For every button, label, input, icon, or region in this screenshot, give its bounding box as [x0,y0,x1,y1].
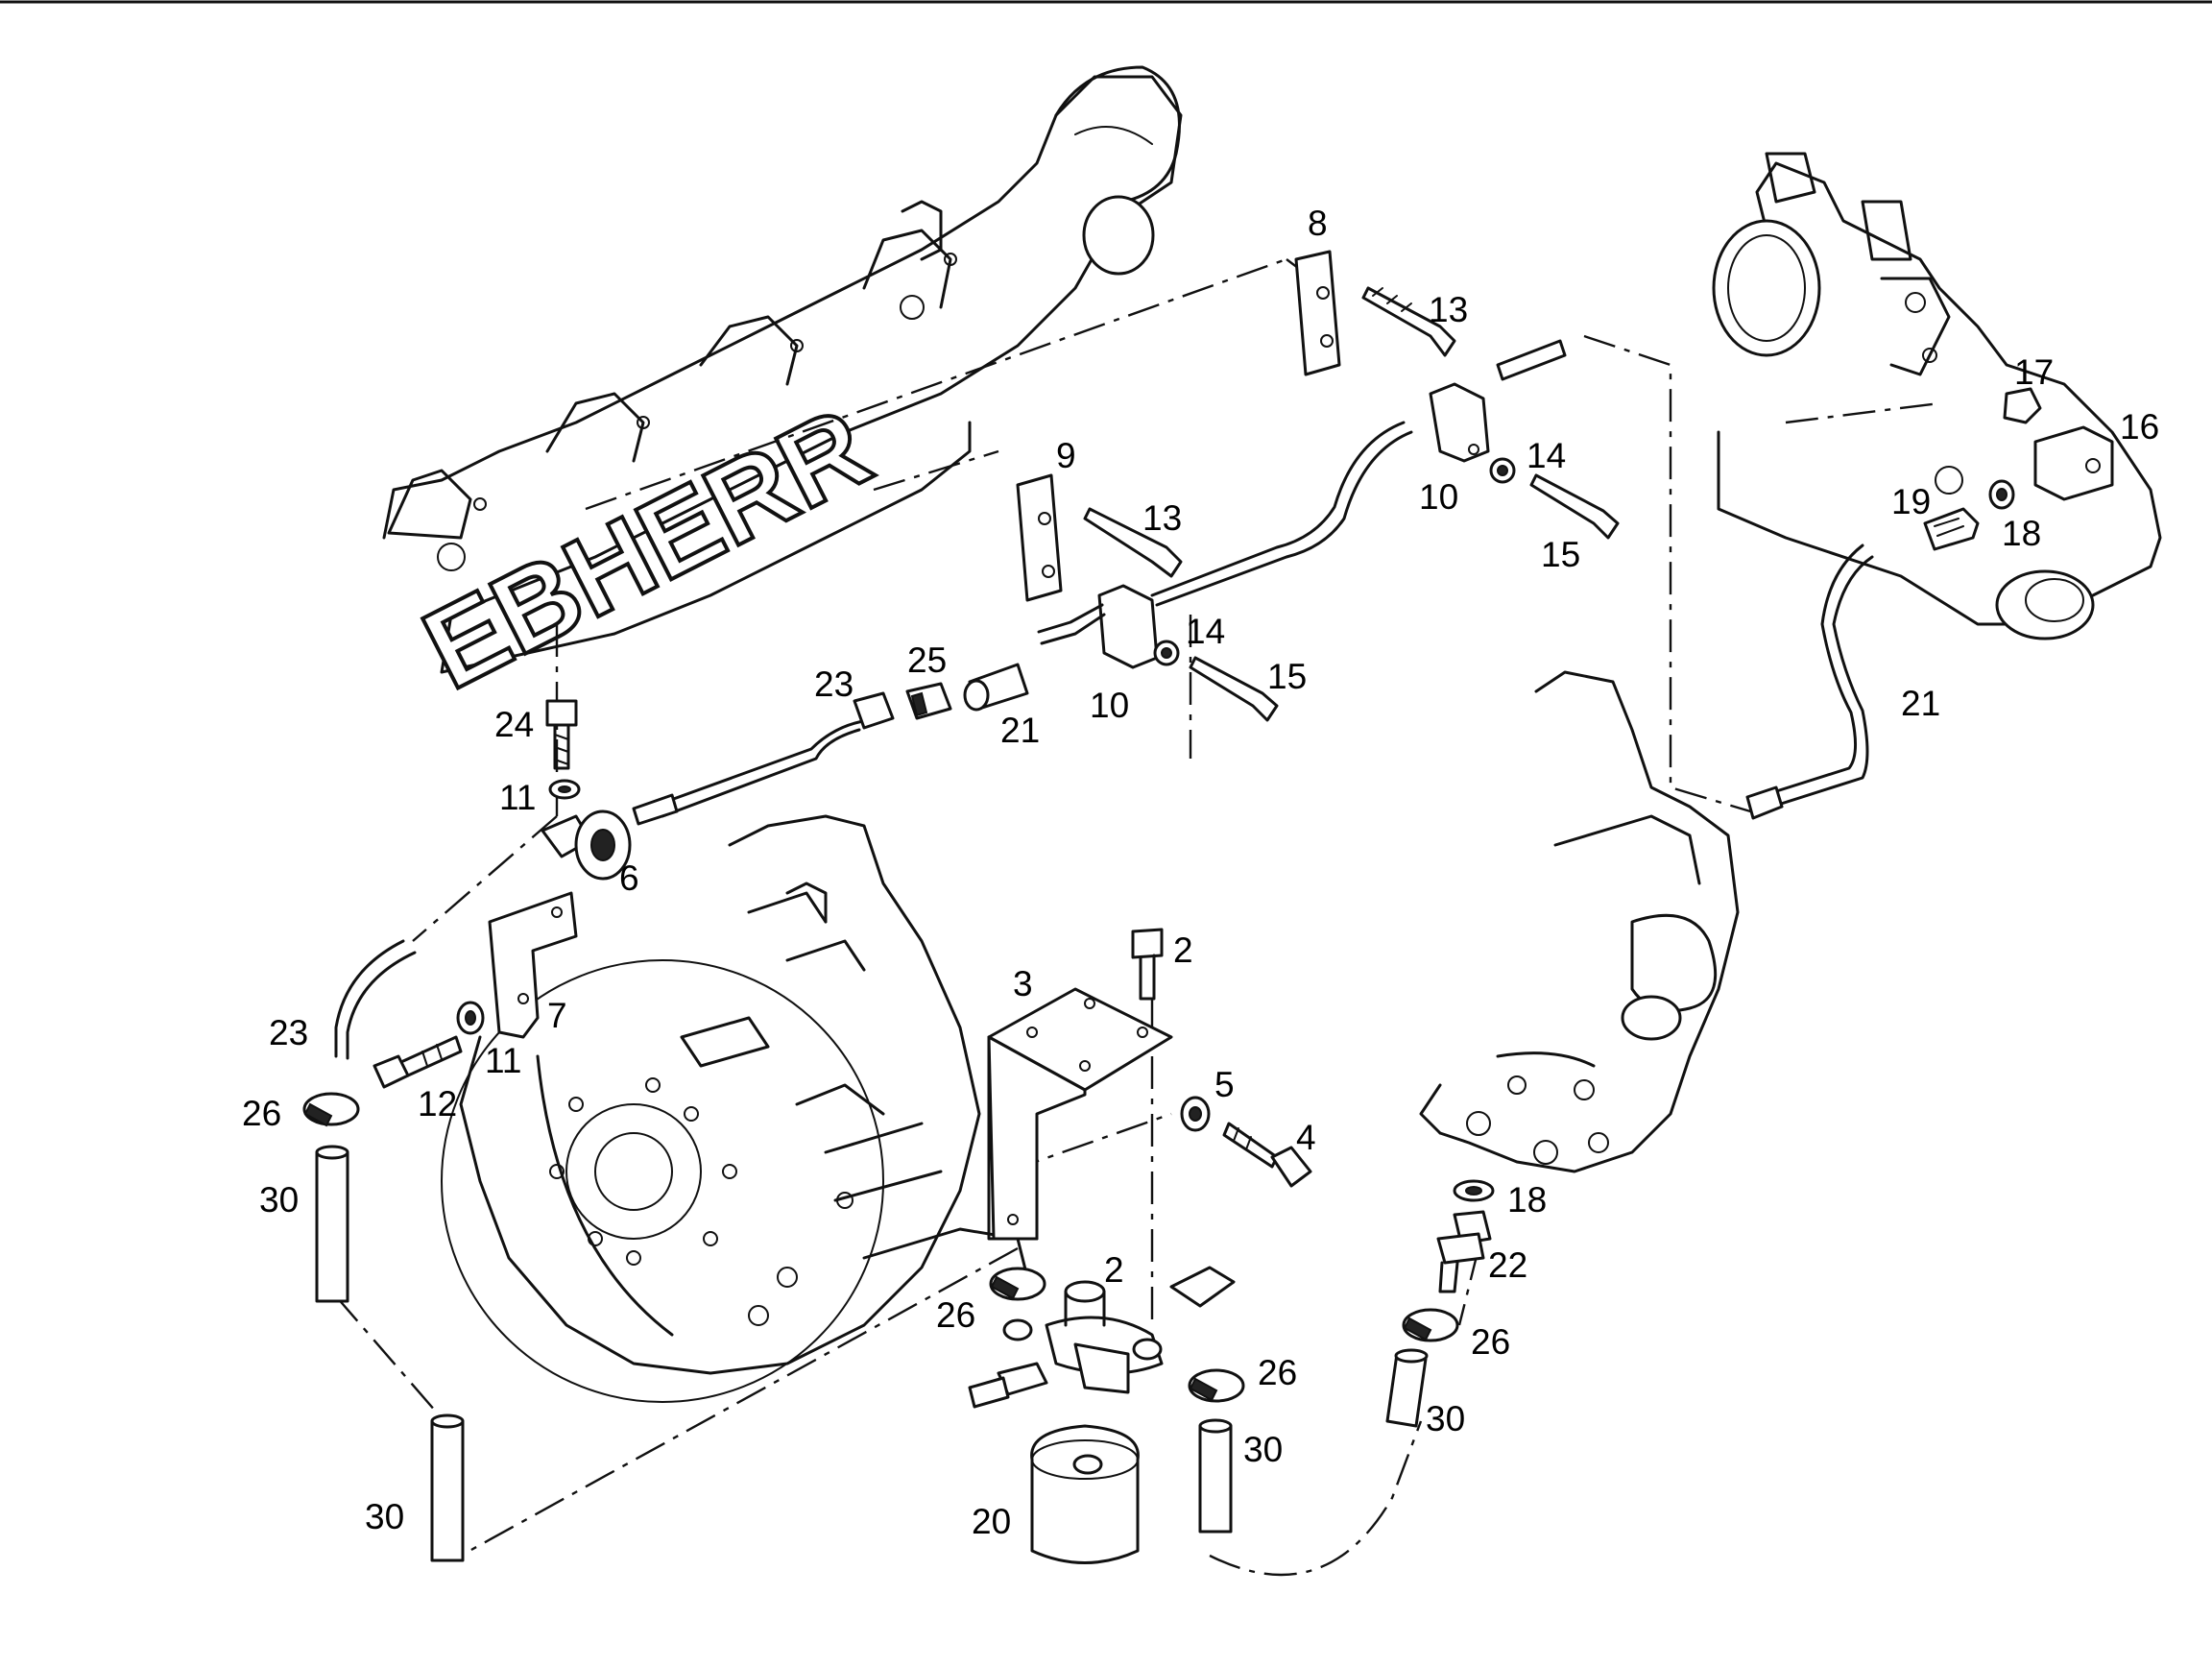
callout-19: 19 [1891,482,1931,521]
bracket-7 [488,891,578,1039]
washer-11-upper [548,779,581,800]
callout-8: 8 [1308,204,1328,243]
washer-14-lower [1153,640,1180,666]
callout-26-mid: 26 [1258,1353,1297,1392]
engine-block-outline [1419,670,1740,1173]
thermostat-housing [1712,152,2162,640]
callout-4: 4 [1296,1118,1316,1157]
callout-23-lower: 23 [269,1013,308,1052]
callout-10-upper: 10 [1419,477,1458,517]
callout-26-left: 26 [242,1094,281,1133]
callout-30-left-lower: 30 [365,1497,404,1536]
callout-17: 17 [2014,352,2054,392]
washer-5 [1180,1096,1211,1132]
callout-26-top-middle: 26 [936,1295,975,1335]
bolt-4 [1222,1122,1312,1188]
callout-30-middle: 30 [1243,1430,1283,1469]
callout-30-left-upper: 30 [259,1180,299,1220]
clamp-10-lower [1097,584,1159,669]
filter-head [968,1266,1236,1409]
bracket-9 [1016,473,1063,602]
hose-30-left-lower [430,1413,465,1562]
fitting-19 [1923,507,1980,551]
callout-11-lower: 11 [485,1041,521,1080]
callout-23-upper: 23 [814,664,854,704]
nut-17 [2003,387,2042,424]
washer-11-lower [456,1001,485,1035]
bolt-24 [545,699,578,770]
block-16 [2033,425,2114,501]
callout-10-lower: 10 [1090,686,1129,725]
callout-9: 9 [1056,436,1076,475]
callout-2-upper: 2 [1173,930,1193,970]
part-callouts: 8 13 17 16 9 13 14 10 15 19 18 14 15 10 … [242,204,2159,1541]
callout-13-upper: 13 [1429,290,1468,329]
coolant-pipes [334,339,1874,1060]
callout-22: 22 [1488,1245,1527,1285]
fitting-22 [1436,1210,1492,1293]
callout-12: 12 [418,1084,457,1123]
callout-6: 6 [619,858,639,898]
callout-16: 16 [2120,407,2159,447]
hose-30-middle [1198,1418,1233,1534]
callout-18-upper: 18 [2002,514,2041,553]
callout-15-upper: 15 [1541,535,1580,574]
hose-clamp-26-mid [1188,1368,1245,1403]
adapter-25 [905,682,952,720]
callout-5: 5 [1214,1065,1235,1104]
callout-3: 3 [1013,964,1033,1003]
washer-18-upper [1988,479,2015,510]
pipe-nut-21 [963,663,1029,712]
pipe-nut-23 [853,691,895,730]
callout-26-right: 26 [1471,1322,1510,1362]
bolt-2-upper [1131,928,1164,1001]
callout-14-upper: 14 [1527,436,1566,475]
callout-18-lower: 18 [1507,1180,1547,1220]
callout-24: 24 [494,705,534,744]
bolt-12 [373,1035,463,1089]
flywheel-housing [441,814,1029,1403]
callout-20: 20 [972,1502,1011,1541]
bracket-8 [1294,250,1341,376]
bolt-13-lower [1083,507,1183,578]
hose-30-right [1385,1348,1429,1428]
callout-7: 7 [547,996,567,1035]
callout-30-right: 30 [1426,1399,1465,1438]
washer-18-lower [1453,1179,1495,1202]
clamp-6 [541,809,632,881]
exhaust-manifold: EBHERR [382,65,1183,715]
callout-2-lower: 2 [1104,1250,1124,1290]
bolt-15-upper [1529,473,1620,540]
hose-clamp-26-right [1402,1308,1459,1342]
bolt-13-upper [1361,286,1456,357]
callout-21-middle: 21 [1000,711,1040,750]
clamp-10-upper [1429,382,1490,463]
filter-20 [1030,1424,1140,1564]
callout-15-lower: 15 [1267,657,1307,696]
callout-13-lower: 13 [1142,498,1182,538]
callout-21-right: 21 [1901,684,1940,723]
hose-clamp-26-top-middle [989,1267,1046,1301]
bracket-3 [987,987,1173,1241]
callout-25: 25 [907,640,947,680]
hose-30-left-upper [315,1145,349,1303]
washer-14-upper [1489,457,1516,484]
hose-clamp-26-left [302,1092,360,1127]
callout-14-lower: 14 [1186,612,1225,651]
callout-11-upper: 11 [499,778,536,817]
assembly-lines [335,257,1940,1577]
bolt-15-lower [1189,656,1279,722]
